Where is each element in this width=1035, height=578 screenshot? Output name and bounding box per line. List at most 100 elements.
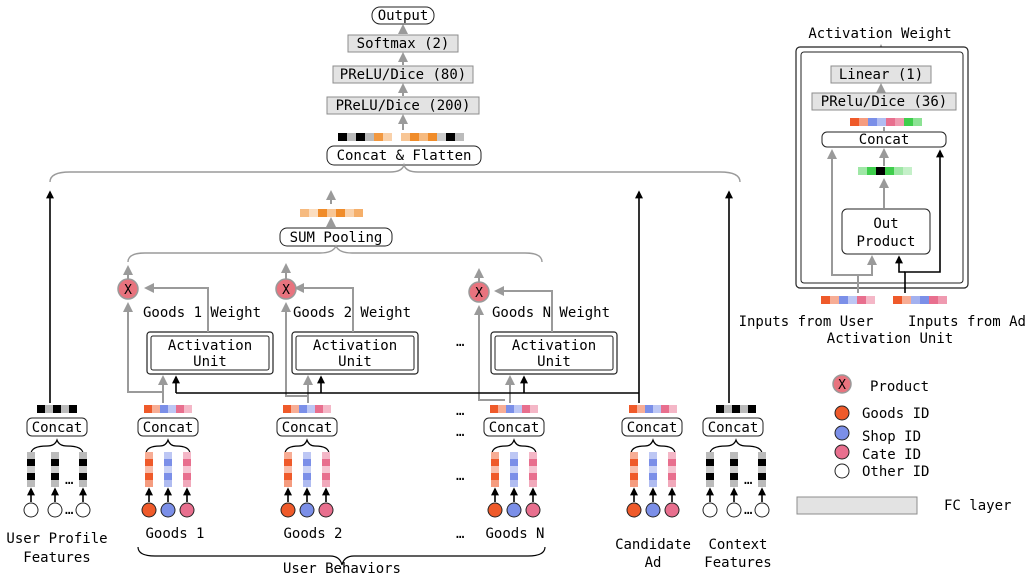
- candidate-ad-embedding-cell: [649, 466, 657, 473]
- user-profile-label-2: Features: [23, 550, 90, 566]
- goods-1-embedding-cell: [183, 466, 191, 473]
- concat-label: Concat: [143, 420, 194, 436]
- goods-2-concat-cell: [307, 405, 315, 413]
- activation-unit-n-line2: Unit: [537, 354, 571, 370]
- user-profile-concat-cell: [61, 405, 69, 413]
- activation-concat-cell: [904, 118, 913, 126]
- user-input-to-concat: [827, 149, 859, 293]
- product-symbol: X: [124, 283, 132, 298]
- context-embedding-cell: [758, 480, 766, 487]
- context-ellipsis: …: [744, 472, 752, 488]
- goods-n-embedding-cell: [529, 473, 537, 480]
- user-profile-embedding-cell: [27, 466, 35, 473]
- prelu-36-layer: PRelu/Dice (36): [811, 92, 957, 111]
- goods-1-concat-cell: [160, 405, 168, 413]
- concat-candidate-ad: Concat: [621, 417, 683, 437]
- user-profile-label-1: User Profile: [6, 531, 107, 547]
- goods-2-embedding-cell: [322, 459, 330, 466]
- goods-n-label: Goods N: [485, 526, 544, 542]
- goods-2-embedding-cell: [303, 473, 311, 480]
- user-profile-embedding-cell: [79, 473, 87, 480]
- goods-1-concat-cell: [152, 405, 160, 413]
- candidate-ad-embedding-cell: [649, 480, 657, 487]
- user-profile-id-node: [23, 502, 39, 518]
- candidate-ad-concat-cell: [645, 405, 653, 413]
- context-concat-cell: [716, 405, 724, 413]
- unit-n-connections: [474, 268, 553, 403]
- user-input-cell: [839, 296, 848, 304]
- user-profile-embedding-cell: [79, 466, 87, 473]
- candidate-ad-concat-cell: [669, 405, 677, 413]
- candidate-ad-id-node: [626, 502, 642, 518]
- user-profile-embedding-cell: [51, 452, 59, 459]
- goods-1-embedding-cell: [183, 473, 191, 480]
- context-label-2: Features: [704, 555, 771, 571]
- context-ellipsis: …: [744, 502, 752, 518]
- activation-input-embeddings: [821, 296, 947, 304]
- inputs-user-label-2: Activation Unit: [827, 331, 953, 347]
- flattened-embedding-cell: [365, 133, 374, 141]
- concat-label: Concat: [489, 420, 540, 436]
- user-behaviors-brace: [137, 546, 546, 566]
- context-embedding-cell: [730, 473, 738, 480]
- candidate-ad-id-node: [664, 502, 680, 518]
- context-embedding-cell: [758, 473, 766, 480]
- goods-n-id-node: [487, 502, 503, 518]
- goods-n-embedding-cell: [529, 466, 537, 473]
- ad-input-cell: [911, 296, 920, 304]
- out-product-embedding: [858, 167, 912, 175]
- goods-2-embedding-cell: [284, 466, 292, 473]
- goods-1-embedding-cell: [183, 452, 191, 459]
- goods-2-id-node: [318, 502, 334, 518]
- goods-2-embedding-cell: [284, 452, 292, 459]
- goods-1-embedding-cell: [145, 473, 153, 480]
- goods-1-embedding-cell: [164, 452, 172, 459]
- user-profile-concat-cell: [53, 405, 61, 413]
- candidate-ad-embedding-cell: [630, 466, 638, 473]
- goods-2-embedding-cell: [284, 459, 292, 466]
- goods-n-id-node: [506, 502, 522, 518]
- candidate-ad-concat-cell: [637, 405, 645, 413]
- goods-n-embedding-cell: [510, 452, 518, 459]
- goods-1-brace: [145, 438, 191, 455]
- candidate-ad-concat-cell: [661, 405, 669, 413]
- goods-1-embedding-cell: [145, 459, 153, 466]
- context-embedding-cell: [730, 480, 738, 487]
- ad-input-to-out-product: [895, 255, 905, 273]
- ellipsis-columns: …: [456, 468, 464, 484]
- activation-concat-cell: [895, 118, 904, 126]
- user-profile-embedding-cell: [27, 473, 35, 480]
- legend-shop-id-icon: [834, 425, 850, 441]
- candidate-ad-brace: [630, 438, 676, 455]
- activation-units: Activation Unit Activation Unit Activati…: [146, 331, 618, 375]
- goods-n-embedding-cell: [510, 466, 518, 473]
- user-profile-embedding-cell: [79, 452, 87, 459]
- legend-other-id-label: Other ID: [862, 464, 929, 480]
- legend-product-icon: [832, 374, 852, 394]
- concat-goods-n: Concat: [483, 417, 545, 437]
- goods-1-label: Goods 1: [145, 526, 204, 542]
- goods-2-brace: [284, 438, 330, 455]
- goods-2-concat-cell: [315, 405, 323, 413]
- goods-1-embedding-cell: [164, 473, 172, 480]
- goods-1-embedding-cell: [183, 480, 191, 487]
- user-profile-id-node: [75, 502, 91, 518]
- goods-2-concat-cell: [299, 405, 307, 413]
- out-product-cell: [867, 167, 876, 175]
- pooled-embedding-cell: [309, 209, 318, 217]
- context-embedding-cell: [730, 466, 738, 473]
- goods-2-id-node: [299, 502, 315, 518]
- goods-2-id-node: [280, 502, 296, 518]
- ad-input-cell: [938, 296, 947, 304]
- pooled-embedding-bar: [300, 209, 363, 217]
- context-embedding-cell: [706, 452, 714, 459]
- ellipsis-bars: …: [456, 403, 464, 419]
- product-node-2: X: [275, 278, 297, 300]
- goods-1-id-node: [179, 502, 195, 518]
- legend-goods-id-label: Goods ID: [862, 406, 929, 422]
- context-embedding-cell: [730, 459, 738, 466]
- context-brace: [709, 438, 763, 455]
- user-profile-ellipsis: …: [65, 502, 73, 518]
- goods-2-embedding-cell: [303, 466, 311, 473]
- user-input-cell: [830, 296, 839, 304]
